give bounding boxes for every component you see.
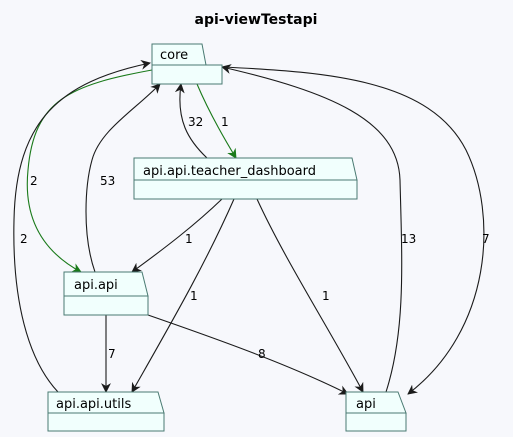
edge-dashboard-utils	[131, 198, 235, 393]
edges	[13, 60, 485, 395]
package-api-api-utils[interactable]: api.api.utils	[47, 391, 165, 432]
edge-label-dashboard-utils: 1	[190, 289, 198, 303]
diagram-title: api-viewTestapi	[195, 12, 318, 28]
edge-apiapi-core	[85, 83, 161, 273]
edge-label-core-apiapi: 2	[30, 174, 38, 188]
package-core-label: core	[160, 48, 188, 63]
package-api-api[interactable]: api.api	[63, 271, 149, 316]
package-api-api-utils-label: api.api.utils	[56, 397, 131, 412]
edge-api-core	[221, 64, 403, 393]
package-teacher-dashboard-label: api.api.teacher_dashboard	[143, 164, 316, 179]
edge-label-apiapi-utils: 7	[108, 347, 116, 361]
package-api-api-label: api.api	[74, 278, 118, 293]
edge-label-dashboard-api: 1	[322, 289, 330, 303]
package-core[interactable]: core	[151, 43, 223, 85]
edge-label-apiapi-core: 53	[100, 174, 115, 188]
edge-dashboard-core	[174, 83, 208, 159]
edge-core-apiapi	[26, 69, 153, 273]
edge-label-dashboard-apiapi: 1	[185, 232, 193, 246]
edge-dashboard-apiapi	[131, 198, 223, 273]
edge-utils-core	[13, 60, 151, 393]
package-api[interactable]: api	[345, 391, 407, 432]
edge-label-utils-core: 2	[20, 232, 28, 246]
edge-core-dashboard	[196, 83, 237, 159]
package-teacher-dashboard[interactable]: api.api.teacher_dashboard	[133, 157, 358, 200]
edge-dashboard-api	[256, 198, 364, 393]
edge-label-api-core: 13	[401, 232, 416, 246]
edge-apiapi-api	[147, 314, 349, 395]
edge-label-apiapi-api: 8	[258, 347, 266, 361]
edge-label-core-api: 7	[482, 232, 490, 246]
package-api-label: api	[356, 397, 376, 412]
edge-labels: 32 1 2 53 2 13 7 1 1 1 7 8	[20, 115, 490, 361]
edge-label-core-dashboard: 1	[221, 115, 229, 129]
edge-core-api	[221, 66, 485, 395]
edge-label-dashboard-core: 32	[188, 115, 203, 129]
